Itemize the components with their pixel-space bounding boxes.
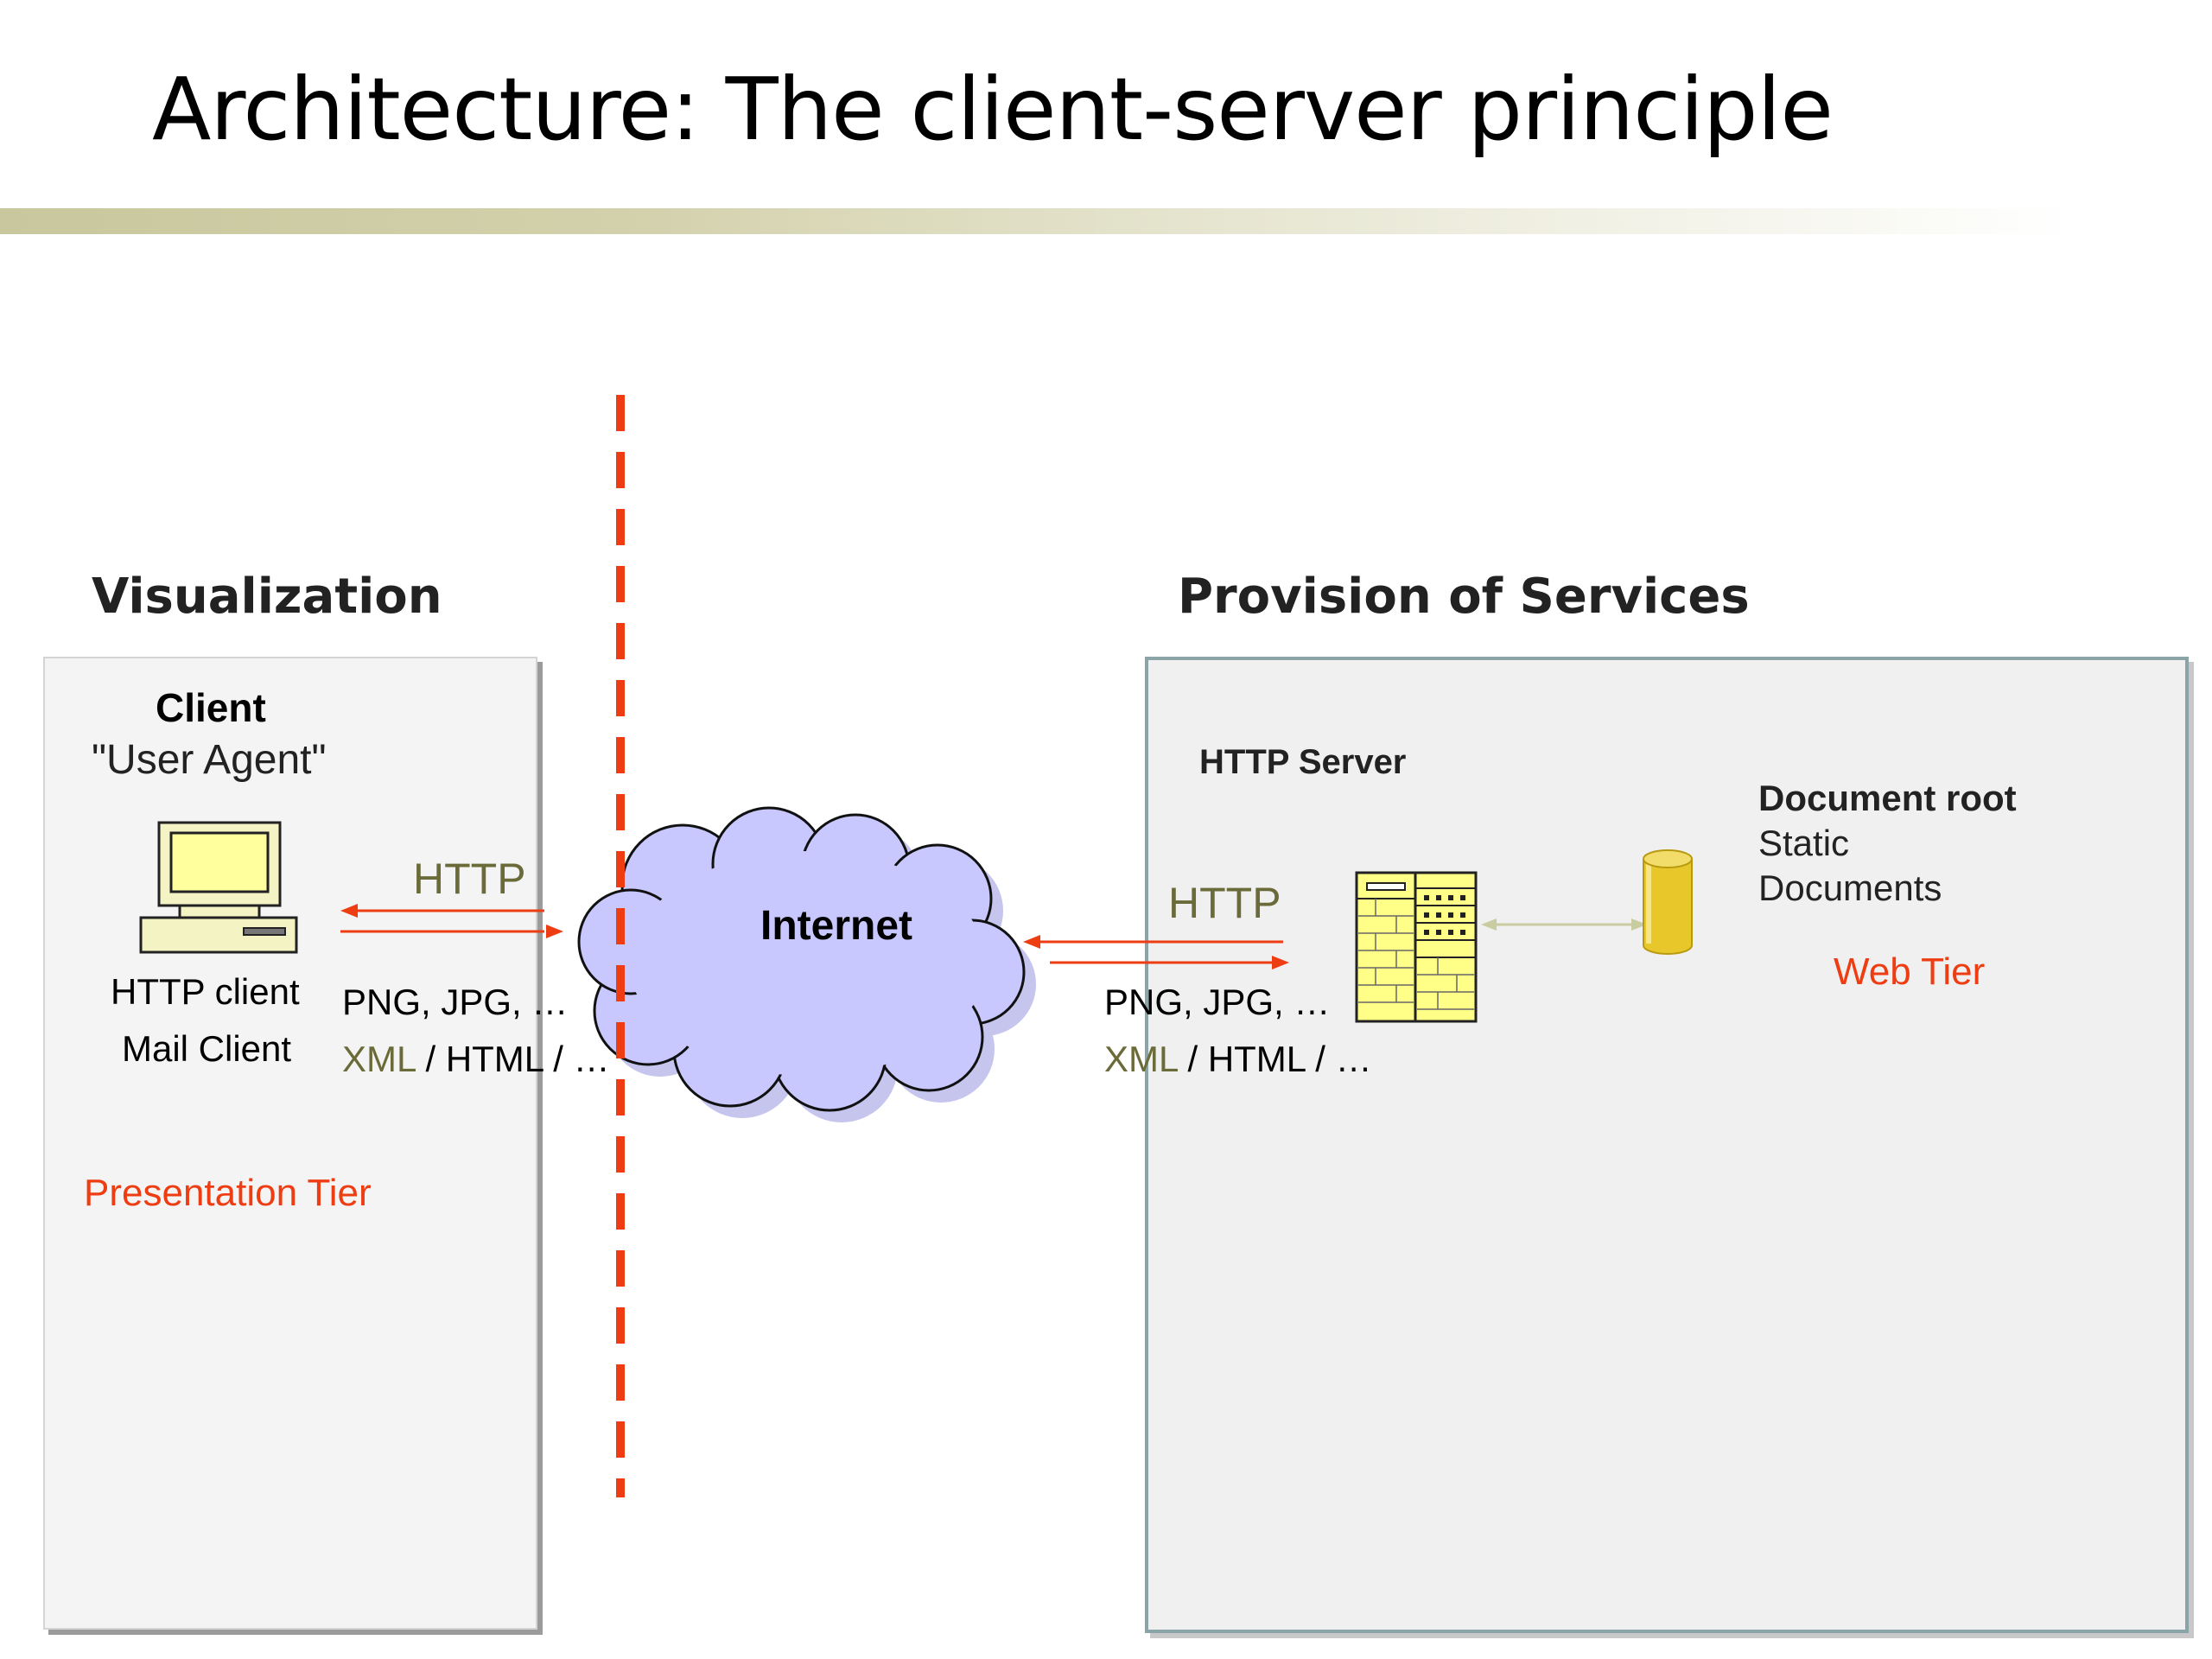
left-html-label: / HTML / … bbox=[415, 1039, 610, 1079]
right-formats-line1: PNG, JPG, … bbox=[1104, 982, 1331, 1022]
mail-client-label: Mail Client bbox=[122, 1028, 292, 1069]
provision-heading: Provision of Services bbox=[1178, 569, 1750, 625]
presentation-tier-box bbox=[43, 657, 537, 1630]
right-http-arrows bbox=[1023, 935, 1289, 969]
web-tier-box bbox=[1145, 657, 2189, 1633]
document-root-line1: Static bbox=[1758, 823, 1850, 863]
right-formats-line2: XML / HTML / … bbox=[1104, 1039, 1372, 1080]
title-underline bbox=[0, 208, 2074, 234]
network-boundary-line bbox=[616, 395, 625, 1497]
internet-label: Internet bbox=[760, 903, 913, 949]
left-http-arrows bbox=[340, 904, 563, 938]
presentation-tier-label: Presentation Tier bbox=[84, 1172, 372, 1214]
slide-title: Architecture: The client-server principl… bbox=[152, 59, 1834, 160]
web-tier-label: Web Tier bbox=[1834, 950, 1986, 993]
left-xml-label: XML bbox=[342, 1039, 416, 1079]
right-html-label: / HTML / … bbox=[1177, 1039, 1372, 1079]
http-client-label: HTTP client bbox=[111, 971, 300, 1012]
left-formats-line1: PNG, JPG, … bbox=[342, 982, 569, 1022]
visualization-heading: Visualization bbox=[92, 569, 442, 625]
computer-icon bbox=[139, 821, 298, 954]
right-http-label: HTTP bbox=[1168, 879, 1281, 927]
document-root-title: Document root bbox=[1758, 778, 2017, 818]
left-http-label: HTTP bbox=[413, 855, 526, 903]
server-icon bbox=[1355, 871, 1478, 1023]
document-root-line2: Documents bbox=[1758, 868, 1942, 908]
http-server-label: HTTP Server bbox=[1199, 743, 1407, 781]
cloud-icon bbox=[577, 806, 1036, 1122]
database-icon bbox=[1643, 849, 1693, 955]
user-agent-label: "User Agent" bbox=[92, 737, 327, 783]
client-label: Client bbox=[156, 685, 266, 730]
right-xml-label: XML bbox=[1104, 1039, 1178, 1079]
server-docroot-connector bbox=[1481, 918, 1647, 931]
left-formats-line2: XML / HTML / … bbox=[342, 1039, 610, 1080]
